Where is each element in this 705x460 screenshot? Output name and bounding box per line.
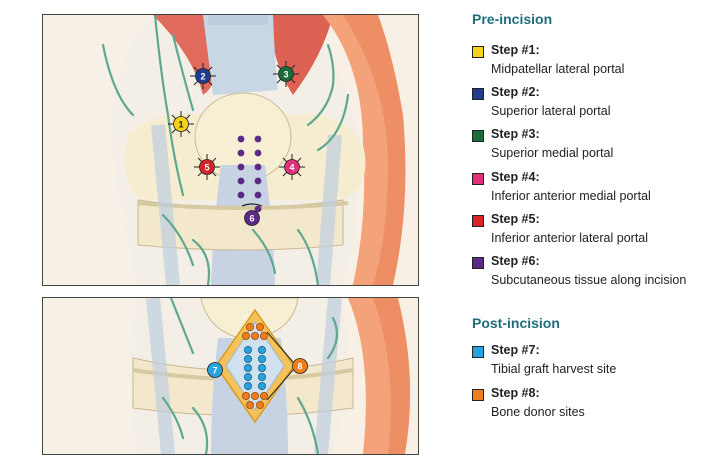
badge-step-2: 2 [195,68,211,84]
step-1-label: Step #1: [491,43,540,57]
badge-step-1: 1 [173,116,189,132]
post-incision-title: Post-incision [472,315,560,331]
step-3-marker [278,66,294,82]
svg-text:4: 4 [289,162,294,172]
step-2-marker [195,68,211,84]
step-1-marker [173,116,189,132]
step-6-marker [244,210,260,226]
step-4-marker [284,159,300,175]
step-6-swatch [472,257,484,269]
svg-text:7: 7 [212,365,217,375]
step-4-label: Step #4: [491,170,540,184]
knee-anatomy-pre: 2 3 1 5 4 6 [43,15,418,285]
svg-text:8: 8 [297,361,302,371]
badge-step-8: 8 [292,358,308,374]
step-5-swatch [472,215,484,227]
bone-donor-dots [241,322,268,410]
pre-incision-illustration: 2 3 1 5 4 6 [42,14,419,286]
step-6-label: Step #6: [491,254,540,268]
step-4-swatch [472,173,484,185]
step-4-desc: Inferior anterior medial portal [491,189,651,203]
svg-text:5: 5 [204,162,209,172]
badge-step-5: 5 [199,159,215,175]
badge-step-4: 4 [284,159,300,175]
step-1-swatch [472,46,484,58]
svg-text:2: 2 [200,71,205,81]
harvest-site-dots [243,346,266,391]
svg-text:1: 1 [178,119,183,129]
step-3-label: Step #3: [491,127,540,141]
knee-anatomy-post: 7 8 [43,298,418,454]
step-8-label: Step #8: [491,386,540,400]
incision-dots [237,135,262,213]
step-5-label: Step #5: [491,212,540,226]
step-3-desc: Superior medial portal [491,146,614,160]
step-2-desc: Superior lateral portal [491,104,611,118]
step-1-desc: Midpatellar lateral portal [491,62,625,76]
step-8-marker [292,358,308,374]
step-7-desc: Tibial graft harvest site [491,362,617,376]
step-5-marker [199,159,215,175]
badge-step-7: 7 [207,362,223,378]
step-8-desc: Bone donor sites [491,405,585,419]
step-3-swatch [472,130,484,142]
step-7-swatch [472,346,484,358]
step-5-desc: Inferior anterior lateral portal [491,231,649,245]
svg-text:6: 6 [249,213,254,223]
svg-text:3: 3 [283,69,288,79]
pre-incision-title: Pre-incision [472,11,553,27]
step-7-label: Step #7: [491,343,540,357]
step-2-label: Step #2: [491,85,540,99]
post-incision-illustration: 7 8 [42,297,419,455]
badge-step-3: 3 [278,66,294,82]
badge-step-6: 6 [244,210,260,226]
step-8-swatch [472,389,484,401]
step-6-desc: Subcutaneous tissue along incision [491,273,687,287]
step-2-swatch [472,88,484,100]
step-7-marker [207,362,223,378]
